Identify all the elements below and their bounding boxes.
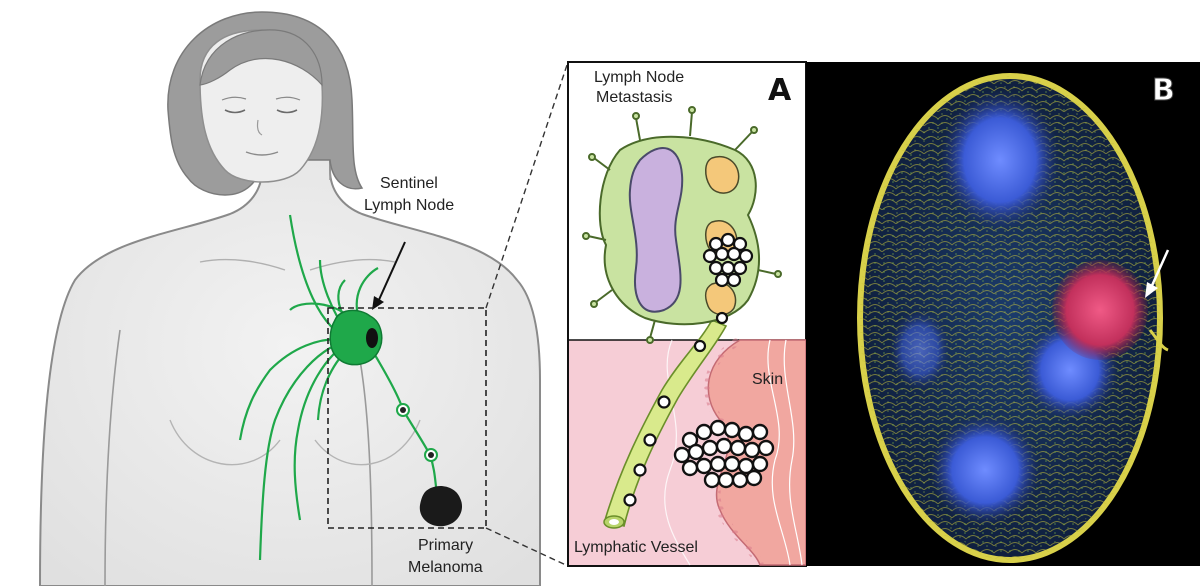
skin-label: Skin [752, 371, 783, 388]
skin-tumor-cells [673, 419, 775, 489]
node-tumor-cells [702, 232, 754, 288]
germinal-center [628, 147, 684, 313]
sentinel-arrow [372, 241, 406, 310]
metastasis-label-line2: Metastasis [596, 89, 672, 106]
sentinel-label-line2: Lymph Node [364, 197, 454, 214]
tumor-arrow [1145, 249, 1170, 298]
metastatic-deposit [1052, 260, 1148, 360]
sentinel-lymph-node [329, 309, 383, 366]
lymphatic-vessel-label: Lymphatic Vessel [574, 539, 698, 556]
panel-b: B [806, 62, 1200, 566]
metastasis-label-line1: Lymph Node [594, 69, 684, 86]
panel-a-letter: A [768, 73, 792, 108]
primary-label-line2: Melanoma [408, 559, 483, 576]
panel-b-letter: B [1152, 73, 1175, 108]
transit-cells [396, 403, 438, 462]
primary-melanoma [419, 486, 463, 527]
lymphatic-vessels [238, 214, 439, 561]
torso-illustration [38, 11, 541, 586]
zoom-box [327, 307, 487, 529]
primary-label-line1: Primary [418, 537, 473, 554]
panel-a: Lymph Node Metastasis A Skin Lymphatic V… [567, 61, 807, 567]
sentinel-label-line1: Sentinel [380, 175, 438, 192]
